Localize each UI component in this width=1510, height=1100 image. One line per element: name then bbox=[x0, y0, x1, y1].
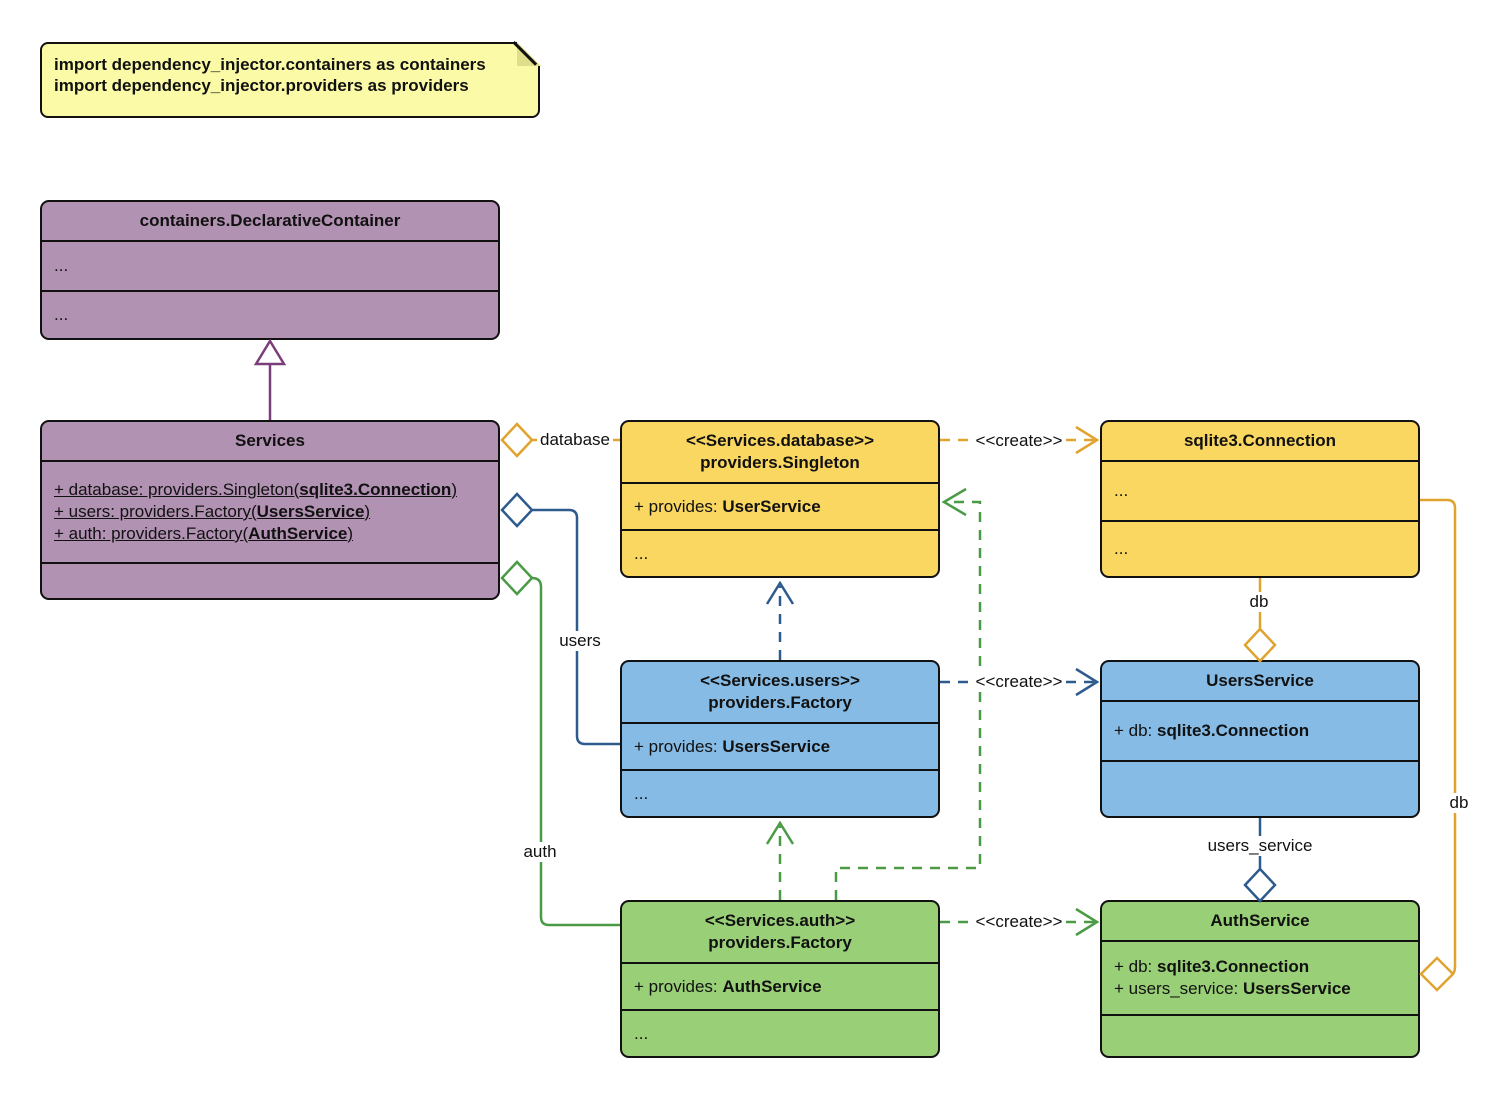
class-attributes-section: ... bbox=[42, 240, 498, 290]
class-attributes-section: + provides: UserService bbox=[622, 482, 938, 529]
class-users-service: UsersService + db: sqlite3.Connection bbox=[1100, 660, 1420, 818]
attr-db: + db: sqlite3.Connection bbox=[1114, 721, 1310, 740]
class-title: Services bbox=[235, 431, 305, 450]
class-name: providers.Factory bbox=[708, 933, 852, 952]
class-attributes-section: + database: providers.Singleton(sqlite3.… bbox=[42, 460, 498, 562]
ellipsis-row: ... bbox=[634, 783, 649, 803]
edge-auth-factory-to-users-factory bbox=[765, 820, 795, 900]
class-sqlite-connection: sqlite3.Connection ... ... bbox=[1100, 420, 1420, 578]
edge-label-db-top: db bbox=[1246, 592, 1272, 612]
class-services: Services + database: providers.Singleton… bbox=[40, 420, 500, 600]
class-factory-users: <<Services.users>> providers.Factory + p… bbox=[620, 660, 940, 818]
class-methods-section: ... bbox=[42, 290, 498, 338]
class-attributes-section: ... bbox=[1102, 460, 1418, 520]
class-methods-section: ... bbox=[622, 1009, 938, 1056]
class-title: containers.DeclarativeContainer bbox=[139, 211, 401, 230]
class-declarative-container: containers.DeclarativeContainer ... ... bbox=[40, 200, 500, 340]
class-attributes-section: + db: sqlite3.Connection bbox=[1102, 700, 1418, 760]
class-methods-section: ... bbox=[1102, 520, 1418, 576]
class-title: UsersService bbox=[1206, 671, 1314, 690]
edge-label-db-right: db bbox=[1446, 793, 1472, 813]
import-note: import dependency_injector.containers as… bbox=[40, 41, 541, 118]
ellipsis-row: ... bbox=[54, 305, 69, 324]
ellipsis-row: ... bbox=[634, 543, 649, 563]
attr-auth: + auth: providers.Factory(AuthService) bbox=[54, 524, 354, 543]
attr-provides: + provides: AuthService bbox=[634, 976, 822, 996]
class-factory-auth: <<Services.auth>> providers.Factory + pr… bbox=[620, 900, 940, 1058]
edge-label-auth: auth bbox=[520, 842, 560, 862]
class-name: providers.Factory bbox=[708, 693, 852, 712]
edge-label-users-service: users_service bbox=[1204, 836, 1316, 856]
class-title: sqlite3.Connection bbox=[1183, 431, 1337, 450]
class-methods-section: ... bbox=[622, 529, 938, 576]
class-stereotype: <<Services.auth>> bbox=[704, 911, 856, 930]
edge-label-create-auth: <<create>> bbox=[972, 912, 1066, 932]
class-name: providers.Singleton bbox=[700, 453, 860, 472]
note-line-2: import dependency_injector.providers as … bbox=[54, 76, 469, 95]
class-singleton-database: <<Services.database>> providers.Singleto… bbox=[620, 420, 940, 578]
class-attributes-section: + provides: AuthService bbox=[622, 962, 938, 1009]
class-title: AuthService bbox=[1210, 911, 1310, 930]
attr-database: + database: providers.Singleton(sqlite3.… bbox=[54, 480, 457, 499]
attr-provides: + provides: UserService bbox=[634, 496, 821, 516]
class-methods-section bbox=[42, 562, 498, 598]
ellipsis-row: ... bbox=[1114, 481, 1129, 500]
attr-users: + users: providers.Factory(UsersService) bbox=[54, 502, 371, 521]
class-title: <<Services.users>> providers.Factory bbox=[622, 662, 938, 722]
edge-db-aggregation-users-service bbox=[1243, 578, 1277, 663]
edge-users-aggregation bbox=[500, 492, 620, 746]
attr-provides: + provides: UsersService bbox=[634, 736, 831, 756]
ellipsis-row: ... bbox=[1114, 539, 1129, 558]
edge-label-create-database: <<create>> bbox=[972, 431, 1066, 451]
ellipsis-row: ... bbox=[634, 1023, 649, 1043]
class-methods-section bbox=[1102, 1014, 1418, 1056]
class-methods-section bbox=[1102, 760, 1418, 816]
class-auth-service: AuthService + db: sqlite3.Connection + u… bbox=[1100, 900, 1420, 1058]
class-attributes-section: + db: sqlite3.Connection + users_service… bbox=[1102, 940, 1418, 1014]
class-attributes-section: + provides: UsersService bbox=[622, 722, 938, 769]
edge-auth-aggregation bbox=[500, 560, 620, 927]
note-line-1: import dependency_injector.containers as… bbox=[54, 55, 486, 74]
attr-users-service: + users_service: UsersService bbox=[1114, 979, 1351, 998]
edge-generalization bbox=[253, 338, 287, 420]
edge-users-service-aggregation bbox=[1243, 818, 1277, 903]
edge-label-users: users bbox=[556, 631, 604, 651]
attr-db: + db: sqlite3.Connection bbox=[1114, 957, 1310, 976]
class-title: <<Services.database>> providers.Singleto… bbox=[622, 422, 938, 482]
edge-db-aggregation-auth-service bbox=[1419, 498, 1457, 992]
edge-label-create-users: <<create>> bbox=[972, 672, 1066, 692]
note-fold-corner-icon bbox=[516, 41, 541, 66]
edge-label-database: database bbox=[537, 430, 613, 450]
class-stereotype: <<Services.database>> bbox=[685, 431, 875, 450]
ellipsis-row: ... bbox=[54, 256, 69, 275]
class-methods-section: ... bbox=[622, 769, 938, 816]
class-title: <<Services.auth>> providers.Factory bbox=[622, 902, 938, 962]
class-stereotype: <<Services.users>> bbox=[700, 671, 860, 690]
edge-users-factory-to-singleton bbox=[765, 580, 795, 660]
